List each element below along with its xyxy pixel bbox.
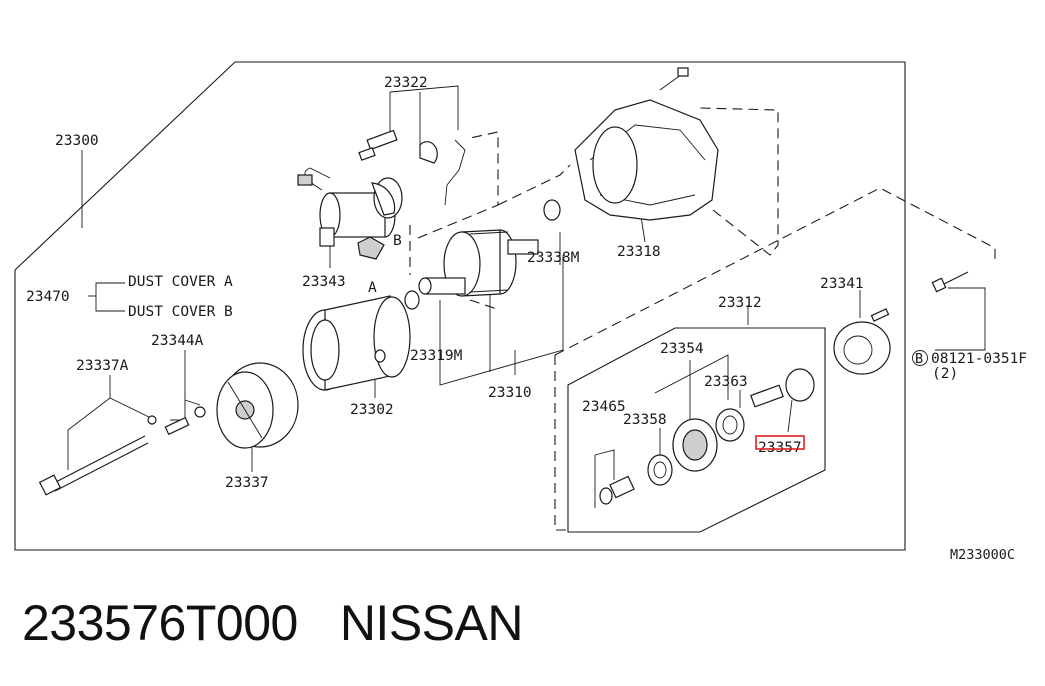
label-23318: 23318 bbox=[617, 244, 661, 260]
part-caption: 233576T000 NISSAN bbox=[22, 594, 523, 652]
highlight-box bbox=[755, 435, 805, 450]
yoke-part bbox=[302, 295, 411, 391]
label-23357: 23357 bbox=[758, 440, 802, 456]
screw-part bbox=[164, 406, 206, 436]
label-23363: 23363 bbox=[704, 374, 748, 390]
label-bolt-part: 08121-0351F bbox=[931, 351, 1027, 367]
label-marker-b: B bbox=[393, 233, 402, 249]
label-23337a: 23337A bbox=[76, 358, 129, 374]
label-23341: 23341 bbox=[820, 276, 864, 292]
bolt-08121 bbox=[931, 271, 969, 293]
front-bracket-23341 bbox=[833, 308, 891, 375]
leader-lines bbox=[67, 85, 986, 508]
label-dust-cover-b: DUST COVER B bbox=[128, 304, 233, 320]
label-23354: 23354 bbox=[660, 341, 704, 357]
label-23470: 23470 bbox=[26, 289, 70, 305]
dashed-guides bbox=[409, 107, 996, 531]
bearing-23358 bbox=[647, 454, 673, 486]
label-23312: 23312 bbox=[718, 295, 762, 311]
label-figure-code: M233000C bbox=[950, 547, 1015, 563]
bearing-23363 bbox=[715, 408, 745, 442]
label-bolt-circle: B bbox=[915, 351, 923, 367]
pinion-part bbox=[750, 368, 815, 408]
label-23465: 23465 bbox=[582, 399, 626, 415]
caption-part-number: 233576T000 bbox=[22, 595, 298, 651]
label-23358: 23358 bbox=[623, 412, 667, 428]
label-23343: 23343 bbox=[302, 274, 346, 290]
armature-part bbox=[404, 199, 561, 310]
rear-cover-part bbox=[216, 362, 299, 449]
through-bolt-part bbox=[38, 415, 157, 496]
gear-housing-part bbox=[574, 67, 719, 221]
label-marker-a: A bbox=[368, 280, 377, 296]
label-23337: 23337 bbox=[225, 475, 269, 491]
label-23322: 23322 bbox=[384, 75, 428, 91]
label-23344a: 23344A bbox=[151, 333, 204, 349]
bolt-marker-circle bbox=[912, 350, 928, 366]
label-dust-cover-a: DUST COVER A bbox=[128, 274, 233, 290]
retainer-23465 bbox=[599, 475, 635, 505]
label-23338m: 23338M bbox=[527, 250, 580, 266]
gear-subassembly-frame bbox=[567, 327, 826, 533]
label-bolt-qty: (2) bbox=[932, 366, 958, 382]
label-23310: 23310 bbox=[488, 385, 532, 401]
label-23319m: 23319M bbox=[410, 348, 463, 364]
label-23302: 23302 bbox=[350, 402, 394, 418]
brush-holder-hardware bbox=[358, 129, 466, 206]
label-23300: 23300 bbox=[55, 133, 99, 149]
clutch-23354 bbox=[672, 418, 718, 472]
assembly-frame bbox=[14, 61, 906, 551]
caption-brand: NISSAN bbox=[339, 595, 524, 651]
part-labels: 23300 23322 23343 23338M 23318 23470 DUS… bbox=[26, 75, 1027, 563]
brush-plate bbox=[357, 182, 396, 260]
